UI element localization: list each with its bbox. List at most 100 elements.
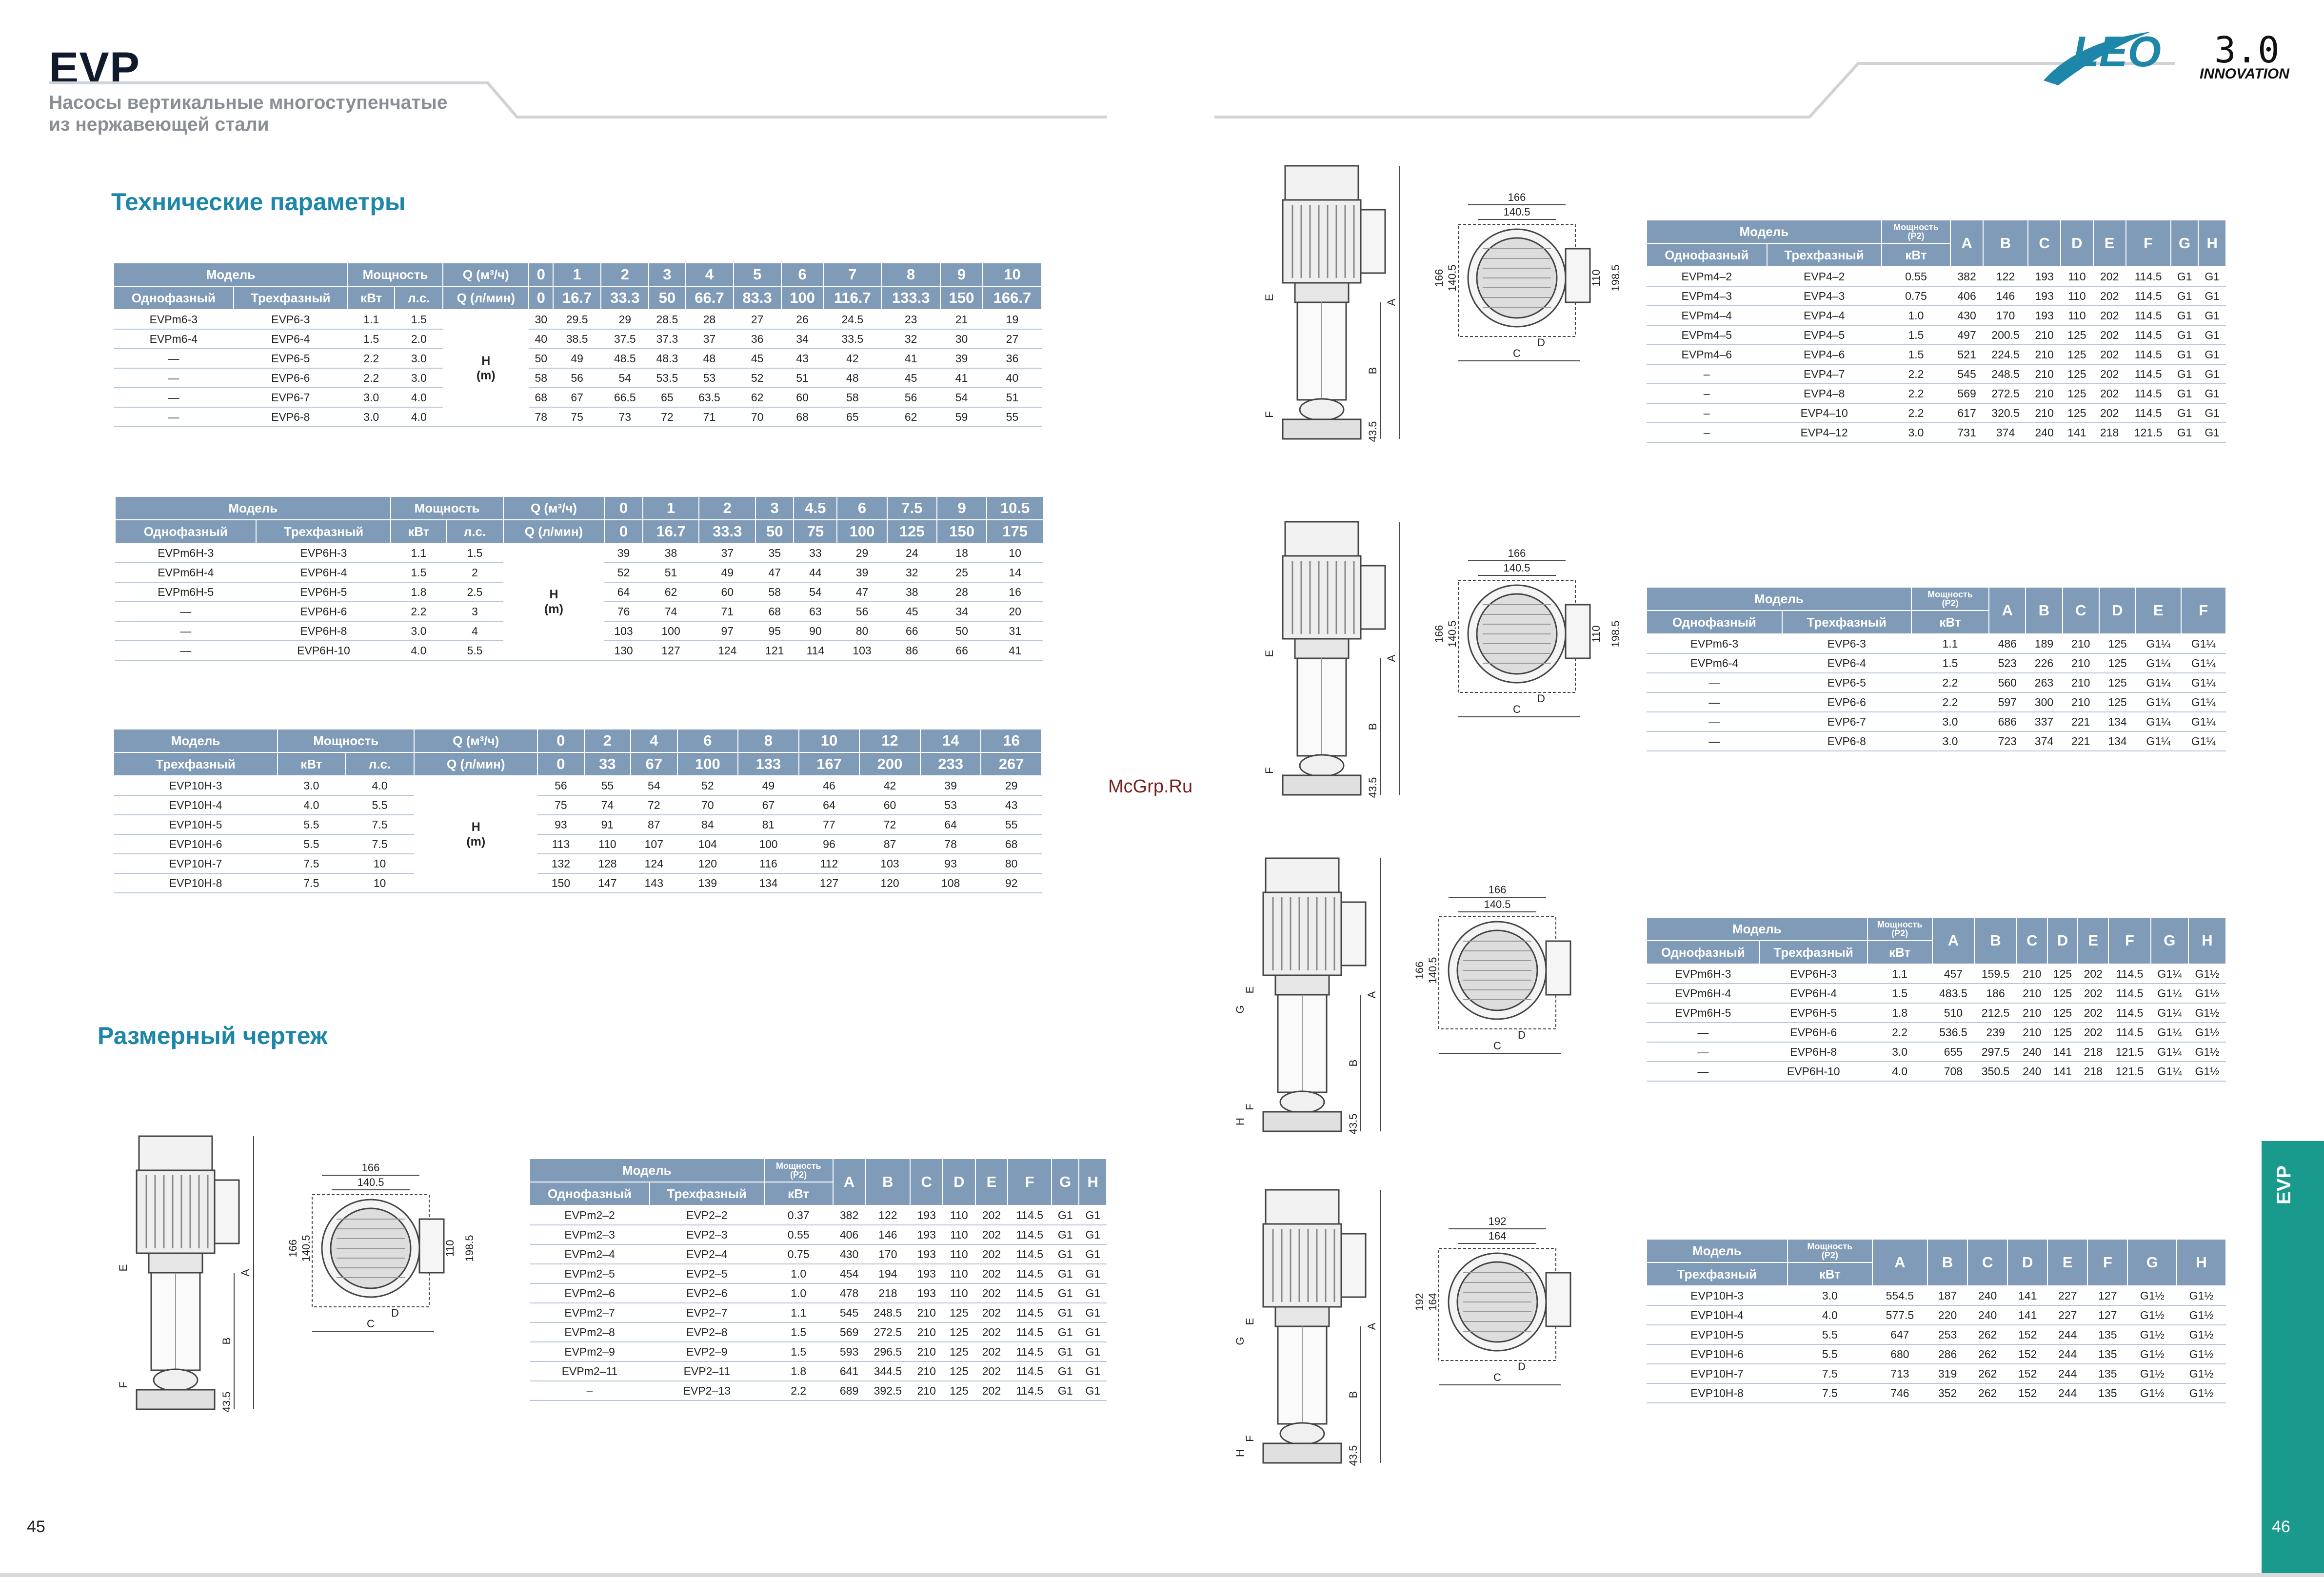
cell: 202	[975, 1322, 1008, 1342]
cell: 114.5	[2125, 384, 2171, 404]
head-value: 53.5	[649, 368, 686, 388]
cell: 210	[2028, 364, 2061, 384]
plan-terminal-box	[1545, 940, 1571, 996]
cell: EVP4–12	[1767, 423, 1882, 443]
cell: 210	[2028, 403, 2061, 423]
head-value: 78	[529, 407, 554, 427]
head-value: 33.5	[823, 329, 882, 349]
cell: G1	[2170, 286, 2199, 306]
cell: 597	[1989, 692, 2026, 712]
cell: 457	[1932, 964, 1975, 984]
cell: 135	[2087, 1383, 2128, 1403]
cell: 114.5	[1008, 1361, 1052, 1381]
cell: EVPm6H-3	[1647, 964, 1760, 984]
q-lmin-value: 83.3	[733, 286, 782, 310]
kw-header: кВт	[763, 1182, 834, 1206]
head-value: 114	[794, 641, 837, 661]
cell: EVP6H-8	[256, 621, 391, 641]
cell: 202	[975, 1264, 1008, 1284]
cell: 114.5	[1008, 1381, 1052, 1401]
leo-swoosh-icon	[2044, 32, 2151, 85]
cell: 382	[833, 1205, 866, 1225]
cell: 210	[910, 1342, 943, 1362]
cell: EVPm4–5	[1647, 325, 1767, 345]
cell: 186	[1974, 984, 2017, 1004]
cell: 152	[2007, 1344, 2048, 1364]
head-value: 29.5	[553, 310, 601, 330]
cell: 125	[943, 1303, 975, 1323]
head-value: 54	[794, 582, 837, 602]
cell: 240	[1967, 1305, 2008, 1325]
cell: EVP6-6	[233, 368, 348, 388]
cell: EVP6-3	[1782, 634, 1911, 654]
logo-tagline: INNOVATION	[2200, 66, 2289, 82]
three-phase-header: Трехфазный	[233, 286, 348, 310]
cell: G1¼	[2181, 634, 2226, 654]
cell: 135	[2087, 1364, 2128, 1384]
cell: 262	[1967, 1325, 2008, 1345]
cell: 382	[1950, 267, 1983, 287]
cell: 189	[2026, 634, 2063, 654]
cell: EVP4–8	[1767, 384, 1882, 404]
cell: 110	[943, 1244, 975, 1264]
cell: 3.0	[1787, 1286, 1872, 1306]
head-value: 42	[859, 776, 920, 796]
cell: G1	[1052, 1283, 1079, 1303]
head-value: 41	[987, 641, 1043, 661]
cell: EVP10H-5	[1647, 1325, 1788, 1345]
dim-label-foot: 43.5	[1367, 777, 1379, 798]
plan-label-h1: 166	[1433, 269, 1445, 287]
head-value: 68	[529, 388, 554, 408]
head-value: 48.5	[601, 349, 649, 369]
plan-label-h2: 164	[1427, 1293, 1439, 1311]
hp-header: л.с.	[394, 286, 444, 310]
cell: 4.0	[395, 388, 443, 408]
cell: 170	[865, 1244, 911, 1264]
cell: 4.0	[345, 776, 415, 796]
cell: 1.0	[764, 1264, 833, 1284]
cell: 114.5	[2125, 403, 2171, 423]
cell: 193	[910, 1283, 943, 1303]
model-header: Модель	[529, 1158, 765, 1183]
cell: 210	[2028, 345, 2061, 365]
cell: 114.5	[2125, 267, 2171, 287]
cell: 7.5	[1787, 1383, 1872, 1403]
power-label: Мощность	[775, 1161, 821, 1171]
cell: 1.0	[1881, 306, 1951, 326]
head-value: 58	[755, 582, 794, 602]
cell: 244	[2047, 1325, 2088, 1345]
cell: 125	[2060, 325, 2093, 345]
model-header: Модель	[113, 262, 348, 287]
dim-label-e: E	[1263, 294, 1275, 301]
head-value: 70	[733, 407, 781, 427]
cell: EVP6H-3	[256, 543, 391, 563]
cell: 193	[2028, 286, 2061, 306]
plan-label-h1: 166	[1413, 962, 1426, 980]
plan-label-w1: 166	[1508, 547, 1526, 559]
cell: G1	[1052, 1322, 1079, 1342]
head-value: 64	[920, 815, 981, 835]
head-value: 130	[604, 641, 643, 661]
head-value: 73	[601, 407, 649, 427]
power-header: Мощность(P2)	[1867, 917, 1933, 941]
dim-col-header: C	[2027, 219, 2061, 267]
head-value: 63	[794, 602, 837, 622]
dim-col-header: A	[1950, 219, 1984, 267]
cell: 125	[943, 1361, 975, 1381]
cell: —	[114, 388, 234, 408]
terminal-box	[1360, 565, 1386, 630]
cell: 1.5	[395, 310, 443, 330]
head-value: 30	[529, 310, 554, 330]
power-label: Мощность	[1927, 590, 1973, 599]
plan-label-w2: 140.5	[1484, 898, 1510, 910]
header-rule-left	[49, 81, 1107, 118]
cell: 125	[2047, 964, 2078, 984]
